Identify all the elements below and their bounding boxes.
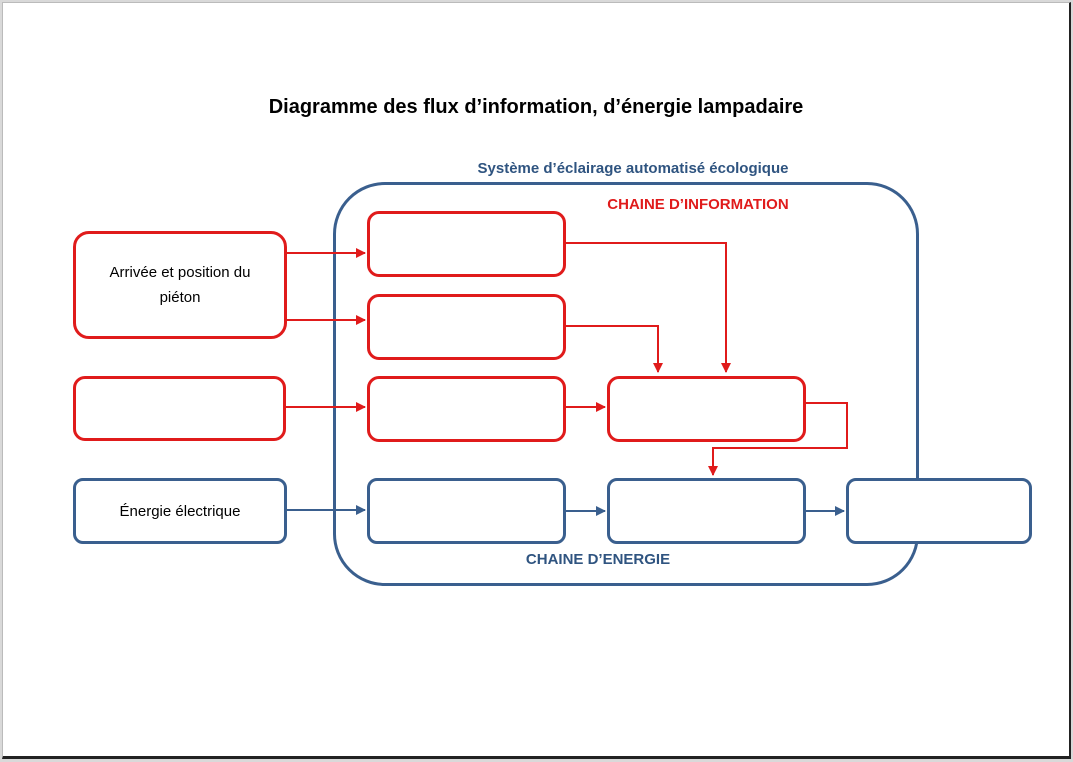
chain-information-label: CHAINE D’INFORMATION (607, 196, 789, 213)
energy-block-1 (367, 478, 566, 544)
system-boundary (333, 182, 919, 586)
chain-energy-label: CHAINE D’ENERGIE (525, 551, 671, 568)
arrow-info2-to-processing (566, 325, 663, 373)
arrow-info1-to-processing (566, 242, 731, 373)
input-pedestrian-label: Arrivée et position du piéton (109, 264, 251, 306)
input-unlabeled-box (73, 376, 286, 441)
info-block-3 (367, 376, 566, 442)
energy-block-2 (607, 478, 806, 544)
input-pedestrian-box: Arrivée et position du piéton (73, 231, 287, 339)
system-label: Système d’éclairage automatisé écologiqu… (477, 160, 789, 177)
info-block-2 (367, 294, 566, 360)
flow-arrows (286, 242, 848, 516)
arrow-processing-to-energy (708, 402, 848, 476)
energy-output-block (846, 478, 1032, 544)
info-block-1 (367, 211, 566, 277)
info-processing-block (607, 376, 806, 442)
input-electric-energy-box: Énergie électrique (73, 478, 287, 544)
input-electric-energy-label: Énergie électrique (119, 502, 241, 520)
diagram-title: Diagramme des flux d’information, d’éner… (268, 96, 804, 118)
